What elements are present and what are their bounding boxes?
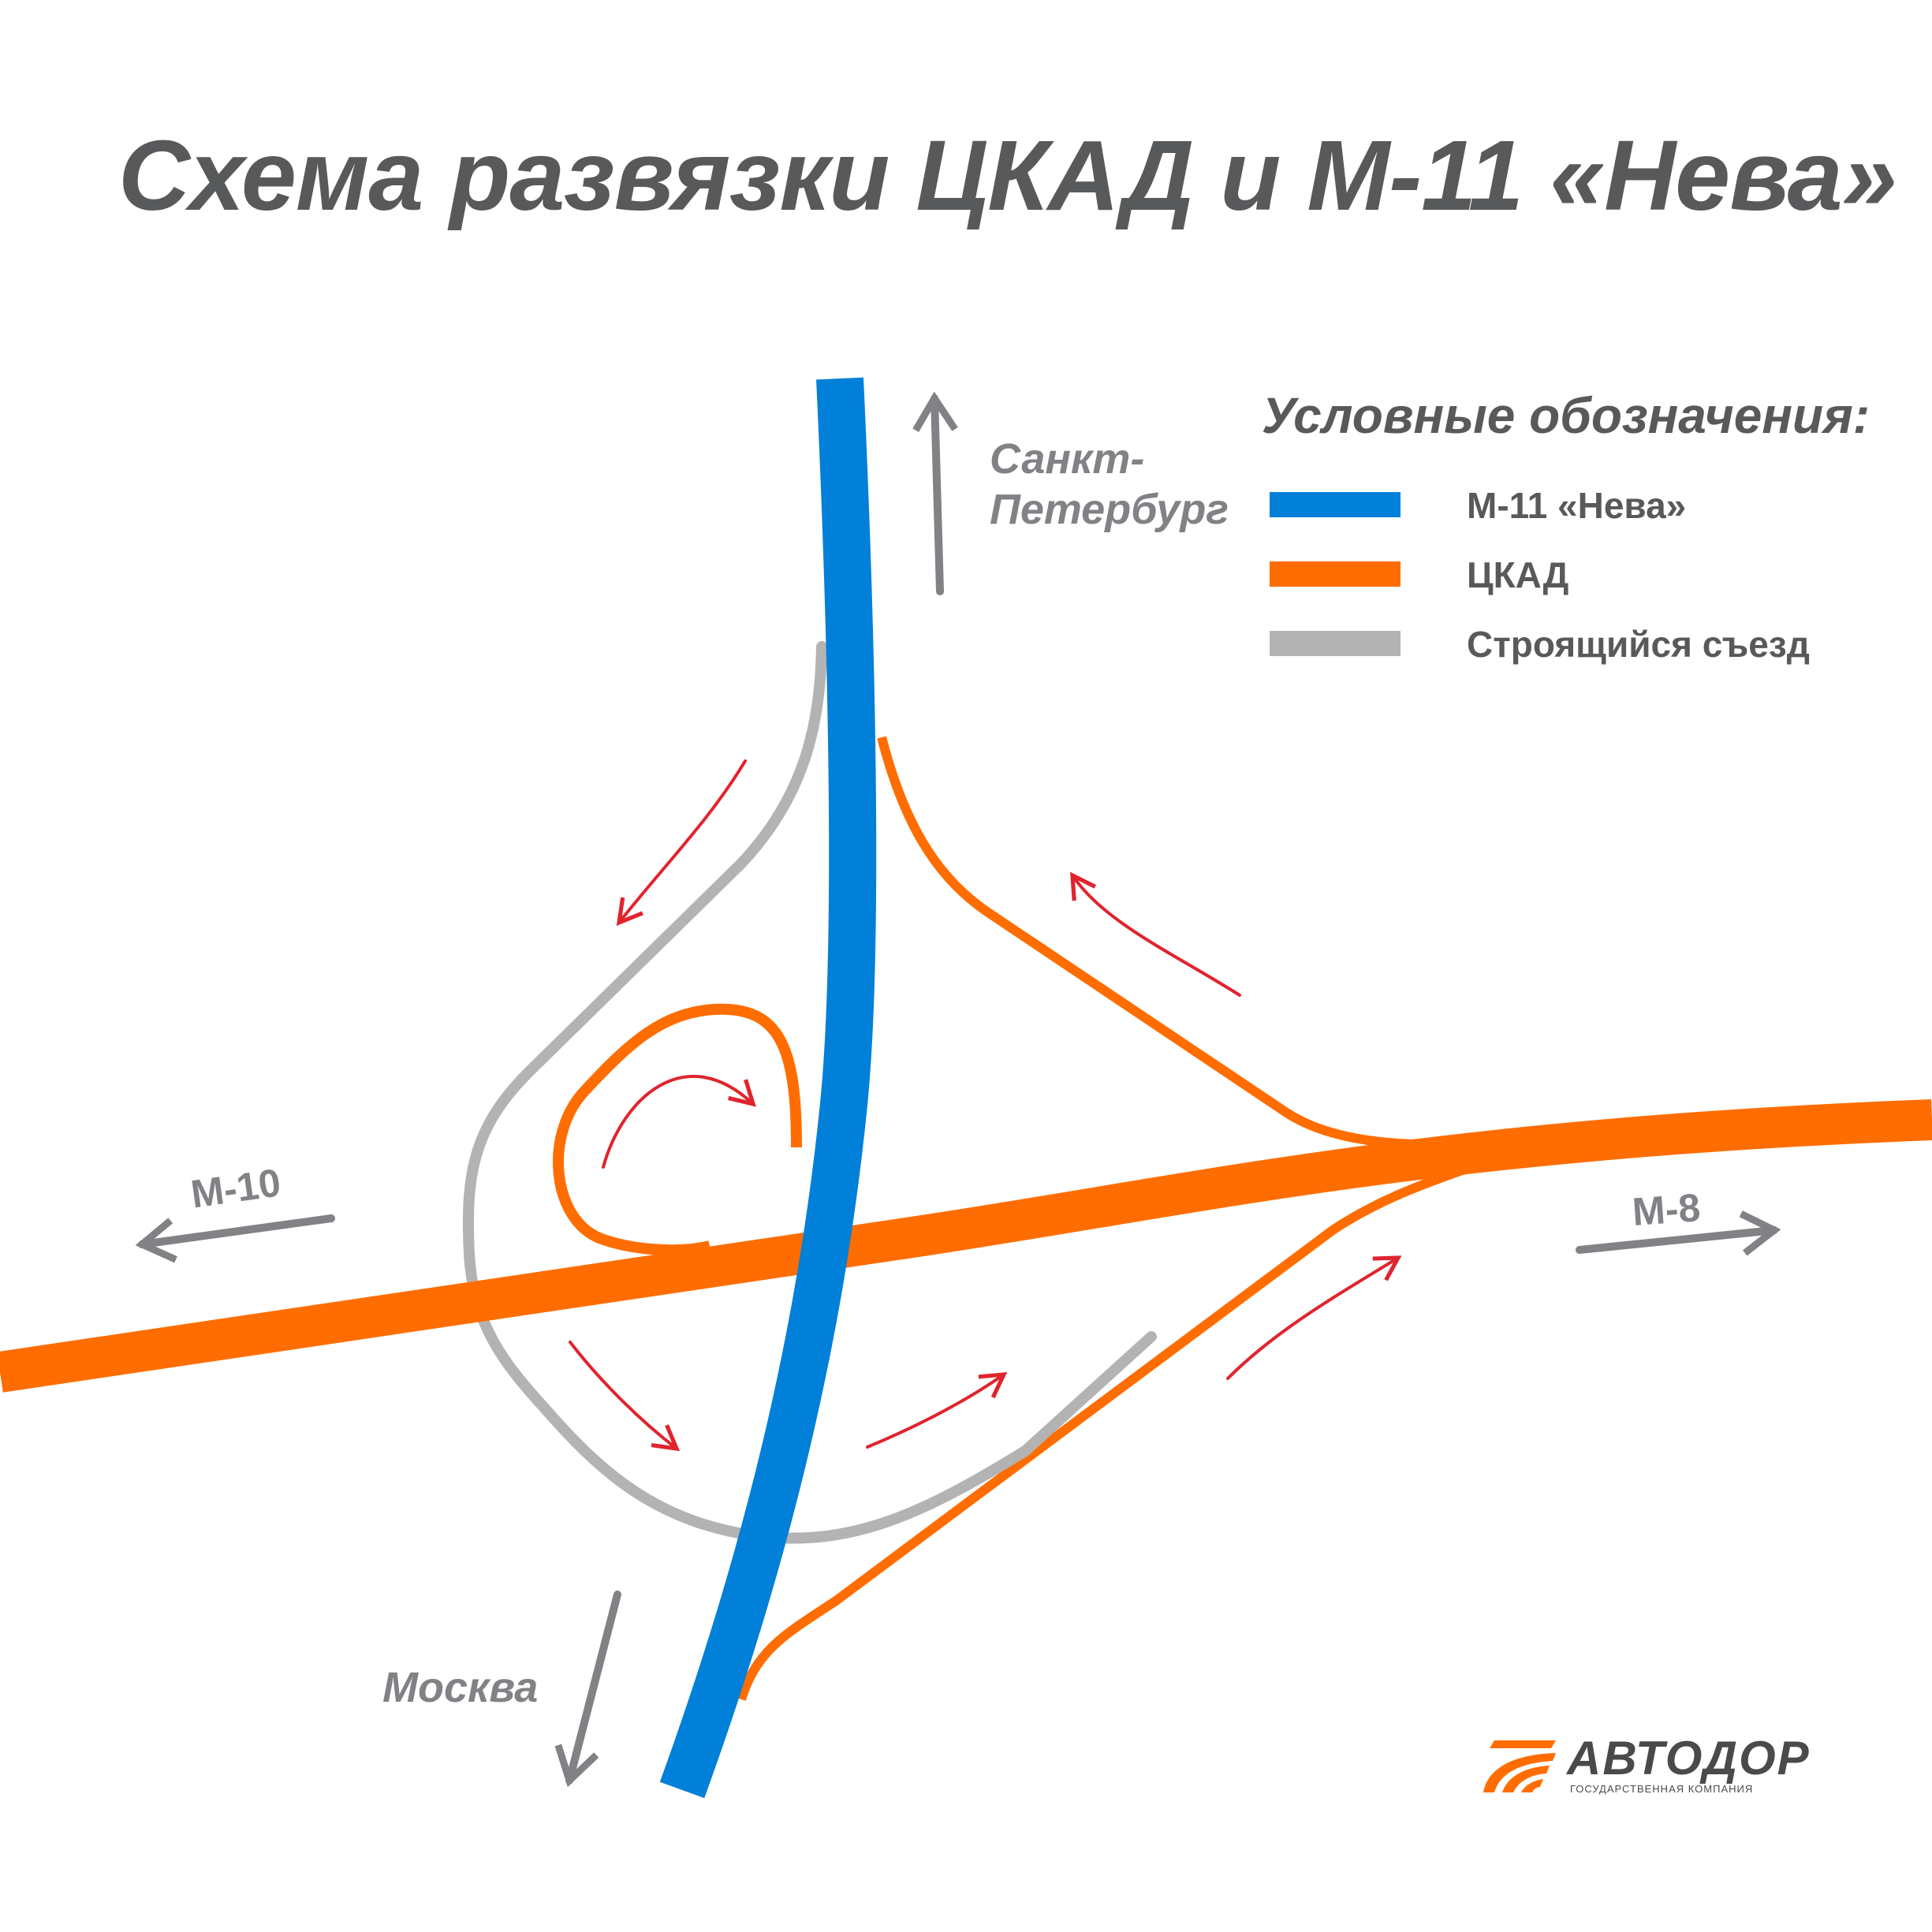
flow-arrow <box>602 1075 756 1169</box>
ckad-ramp-northeast <box>877 736 1578 1150</box>
flow-arrow <box>1070 871 1241 997</box>
flow-arrow <box>1226 1255 1402 1380</box>
legend-swatch-ckad <box>1270 561 1401 587</box>
legend: Условные обозначения: М-11 «Нева» ЦКАД С… <box>1262 386 1893 686</box>
legend-title: Условные обозначения: <box>1262 387 1870 444</box>
arrow-to-m10 <box>135 1214 335 1263</box>
traffic-flow-arrows <box>569 759 1402 1452</box>
m11-main <box>659 377 877 1799</box>
ckad-loop-ramp <box>552 1003 802 1256</box>
label-saint-petersburg: Санкт- Петербург <box>990 434 1229 535</box>
logo-name: АВТОДОР <box>1567 1732 1811 1785</box>
direction-arrows <box>135 391 1781 1788</box>
ckad-main <box>0 1099 1932 1393</box>
ramp-under-construction <box>462 641 1157 1544</box>
arrow-to-saint-petersburg <box>912 391 958 595</box>
legend-label-ckad: ЦКАД <box>1467 554 1569 595</box>
logo-subtitle: ГОСУДАРСТВЕННАЯ КОМПАНИЯ <box>1570 1783 1754 1795</box>
flow-arrow <box>866 1372 1008 1449</box>
legend-swatch-ramp <box>1270 631 1401 656</box>
avtodor-logo-icon <box>1483 1740 1556 1792</box>
arrow-to-moscow <box>554 1591 621 1788</box>
label-m8: М-8 <box>1631 1185 1702 1234</box>
label-saint-petersburg-line1: Санкт- <box>990 435 1145 483</box>
legend-item-ckad: ЦКАД <box>1262 547 1893 617</box>
page-title: Схема развязки ЦКАД и М-11 «Нева» <box>118 120 1897 231</box>
arrow-to-m8 <box>1576 1210 1781 1256</box>
legend-swatch-m11 <box>1270 492 1401 517</box>
flow-arrow <box>616 759 747 927</box>
flow-arrow <box>569 1341 681 1452</box>
label-moscow: Москва <box>382 1664 539 1711</box>
legend-label-ramp: Строящийся съезд <box>1467 624 1810 665</box>
label-saint-petersburg-line2: Петербург <box>990 486 1229 533</box>
legend-item-m11: М-11 «Нева» <box>1262 478 1893 547</box>
legend-label-m11: М-11 «Нева» <box>1467 485 1687 526</box>
avtodor-logo: АВТОДОР ГОСУДАРСТВЕННАЯ КОМПАНИЯ <box>1479 1731 1809 1798</box>
legend-item-ramp: Строящийся съезд <box>1262 617 1893 686</box>
